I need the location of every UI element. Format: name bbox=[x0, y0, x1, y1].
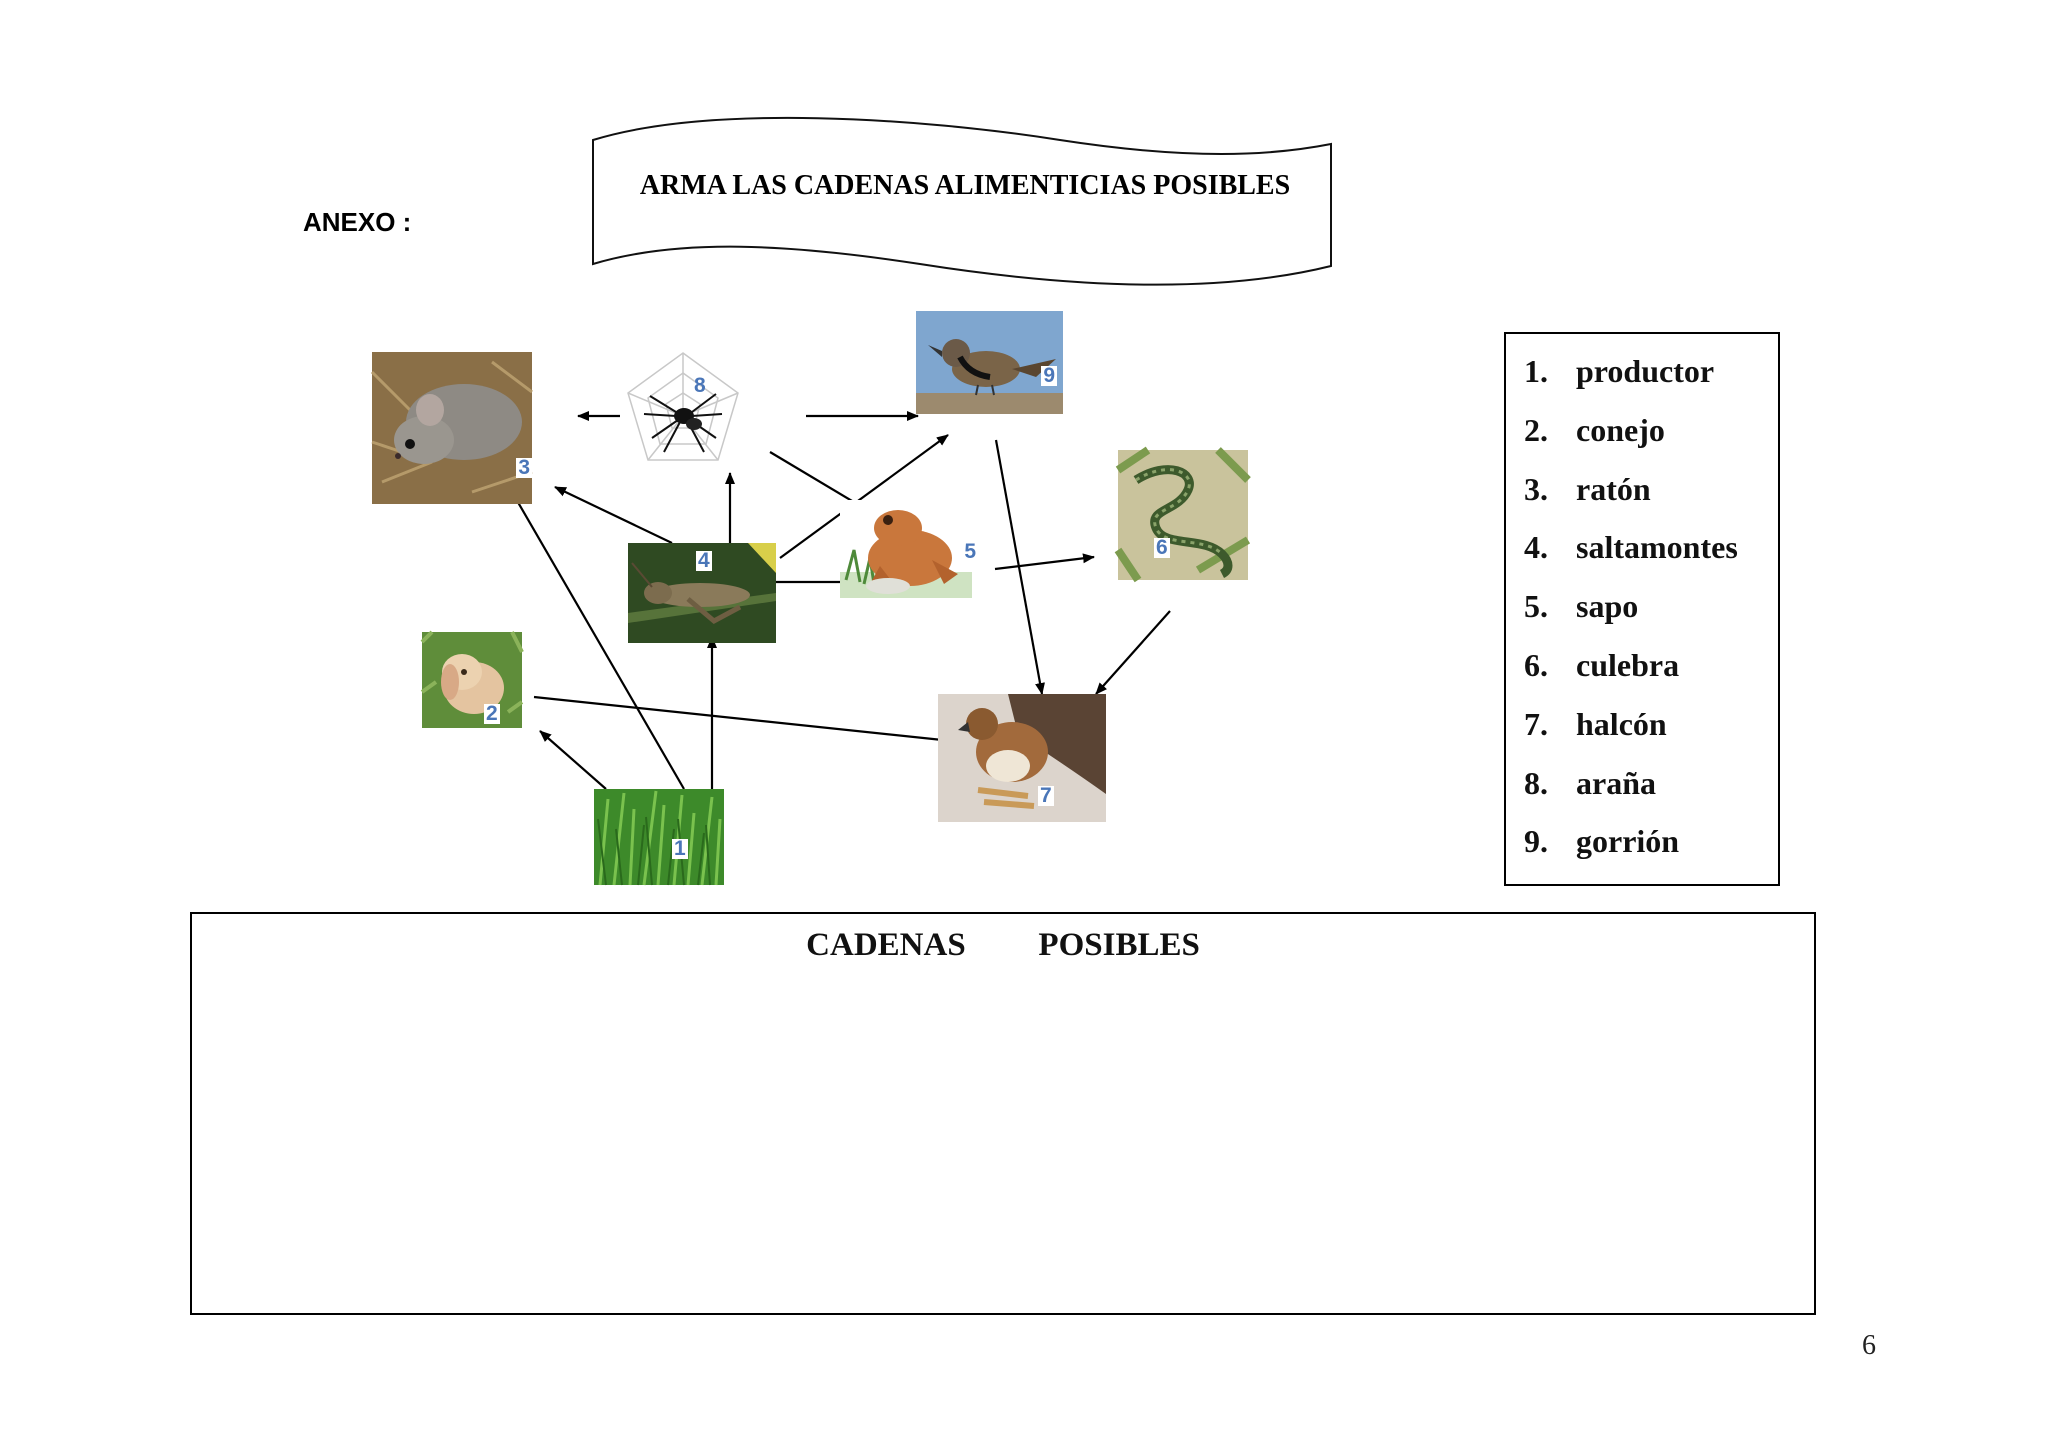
legend-item-label: culebra bbox=[1576, 646, 1680, 683]
rabbit-photo: 2 bbox=[420, 630, 524, 728]
legend-item-label: halcón bbox=[1576, 705, 1667, 742]
organism-number: 7 bbox=[1038, 784, 1054, 807]
arrow-toad-to-snake bbox=[994, 553, 1095, 571]
arrow-grasshopper-to-mouse bbox=[554, 486, 673, 544]
legend-item: 4. saltamontes bbox=[1524, 522, 1778, 581]
sparrow-photo: 9 bbox=[916, 311, 1063, 414]
grasshopper-photo: 4 bbox=[628, 543, 776, 643]
legend-item-number: 5. bbox=[1524, 588, 1548, 625]
legend-item-label: productor bbox=[1576, 353, 1715, 389]
page-number: 6 bbox=[1862, 1330, 1876, 1361]
legend-item-label: araña bbox=[1576, 764, 1656, 801]
legend-item-label: conejo bbox=[1576, 411, 1665, 448]
arrow-sparrow-to-hawk bbox=[994, 439, 1045, 695]
organism-number: 2 bbox=[484, 702, 500, 725]
legend-item: 8. araña bbox=[1524, 758, 1778, 817]
legend-item-label: sapo bbox=[1576, 588, 1639, 625]
arrow-snake-to-hawk bbox=[1095, 610, 1171, 695]
organism-number: 6 bbox=[1154, 536, 1170, 559]
organism-number: 5 bbox=[964, 540, 976, 563]
legend-item-label: gorrión bbox=[1576, 823, 1680, 860]
chains-section-title: CADENAS POSIBLES bbox=[806, 927, 1200, 963]
grass-photo: 1 bbox=[594, 789, 724, 886]
legend-item: 5. sapo bbox=[1524, 581, 1778, 640]
legend-item: 9. gorrión bbox=[1524, 816, 1778, 875]
snake-photo: 6 bbox=[1114, 446, 1251, 583]
organism-number: 8 bbox=[694, 374, 706, 397]
legend-item: 6. culebra bbox=[1524, 640, 1778, 699]
hawk-photo: 7 bbox=[938, 694, 1106, 822]
legend-item: 2. conejo bbox=[1524, 405, 1778, 464]
spider-photo: 8 bbox=[620, 348, 746, 470]
organism-number: 9 bbox=[1041, 364, 1057, 387]
chains-answer-box[interactable]: CADENAS POSIBLES bbox=[190, 912, 1816, 1315]
legend-item-number: 3. bbox=[1524, 470, 1548, 507]
legend-item: 7. halcón bbox=[1524, 699, 1778, 758]
legend-item-number: 8. bbox=[1524, 764, 1548, 801]
legend-item-number: 4. bbox=[1524, 529, 1548, 566]
mouse-photo: 3 bbox=[370, 352, 533, 504]
banner-scroll-shape bbox=[592, 116, 1332, 286]
organism-number: 3 bbox=[516, 456, 532, 479]
arrow-rabbit-to-hawk bbox=[533, 695, 991, 749]
legend-item-number: 2. bbox=[1524, 411, 1548, 448]
organism-legend: 1. productor 2. conejo 3. ratón 4. saltamont… bbox=[1504, 332, 1780, 886]
legend-item-number: 7. bbox=[1524, 705, 1548, 742]
legend-item-number: 6. bbox=[1524, 646, 1548, 683]
arrow-grass-to-rabbit bbox=[539, 730, 607, 790]
legend-item-label: ratón bbox=[1576, 470, 1651, 507]
banner-title: ARMA LAS CADENAS ALIMENTICIAS POSIBLES bbox=[639, 170, 1291, 201]
anexo-label: ANEXO : bbox=[303, 207, 412, 237]
legend-item-number: 9. bbox=[1524, 823, 1548, 860]
organism-number: 1 bbox=[672, 837, 688, 860]
legend-item-label: saltamontes bbox=[1576, 529, 1738, 566]
toad-photo: 5 bbox=[840, 500, 976, 598]
legend-item: 3. ratón bbox=[1524, 464, 1778, 523]
legend-item: 1. productor bbox=[1524, 346, 1778, 405]
organism-number: 4 bbox=[696, 549, 712, 572]
legend-item-number: 1. bbox=[1524, 353, 1548, 389]
